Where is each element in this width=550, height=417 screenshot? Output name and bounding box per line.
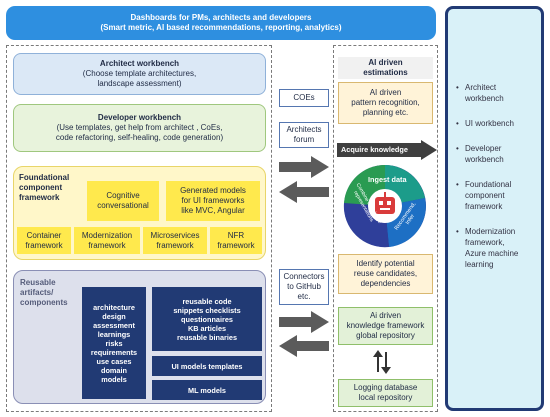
microservices-framework: Microservices framework [143,227,207,254]
developer-workbench: Developer workbench (Use templates, get … [13,104,266,152]
sidebar-panel [445,6,544,411]
cognitive-conversational: Cognitive conversational [87,181,159,221]
header-banner: Dashboards for PMs, architects and devel… [6,6,436,40]
connectors-github-box: Connectors to GitHub etc. [279,269,329,305]
sidebar-item-ui: • UI workbench [456,119,514,128]
architect-workbench: Architect workbench (Choose template arc… [13,53,266,95]
reusable-list-right: reusable code snippets checklists questi… [152,287,262,351]
ui-models-templates: UI models templates [152,356,262,376]
ai-cycle-diagram [343,164,426,248]
architects-forum-box: Architects forum [279,122,329,148]
knowledge-framework-box: Ai driven knowledge framework global rep… [338,307,433,345]
modernization-framework: Modernization framework [74,227,140,254]
arrow-left-lower-icon [279,335,329,357]
left-container [6,45,272,412]
reusable-title: Reusable artifacts/ components [20,278,68,307]
header-title: Dashboards for PMs, architects and devel… [130,13,312,22]
container-framework: Container framework [17,227,71,254]
generated-models: Generated models for UI frameworks like … [166,181,260,221]
arrow-right-lower-icon [279,311,329,333]
logging-database-box: Logging database local repository [338,379,433,407]
ml-models: ML models [152,380,262,400]
ai-pattern-recognition: AI driven pattern recognition, planning … [338,82,433,124]
ai-estimations-title: AI driven estimations [338,57,433,79]
arrow-left-upper-icon [279,181,329,203]
acquire-knowledge-label: Acquire knowledge [341,145,408,154]
reusable-list-left: architecture design assessment learnings… [82,287,146,399]
foundational-title: Foundational component framework [19,173,70,202]
nfr-framework: NFR framework [210,227,262,254]
bidirectional-arrow-icon [373,350,391,374]
header-subtitle: (Smart metric, AI based recommendations,… [100,23,342,32]
identify-reuse-box: Identify potential reuse candidates, dep… [338,254,433,294]
ai-container [333,45,438,412]
ingest-data-label: Ingest data [368,175,407,184]
acquire-knowledge-arrow-icon [337,140,437,160]
coes-box: COEs [279,89,329,107]
arrow-right-upper-icon [279,156,329,178]
